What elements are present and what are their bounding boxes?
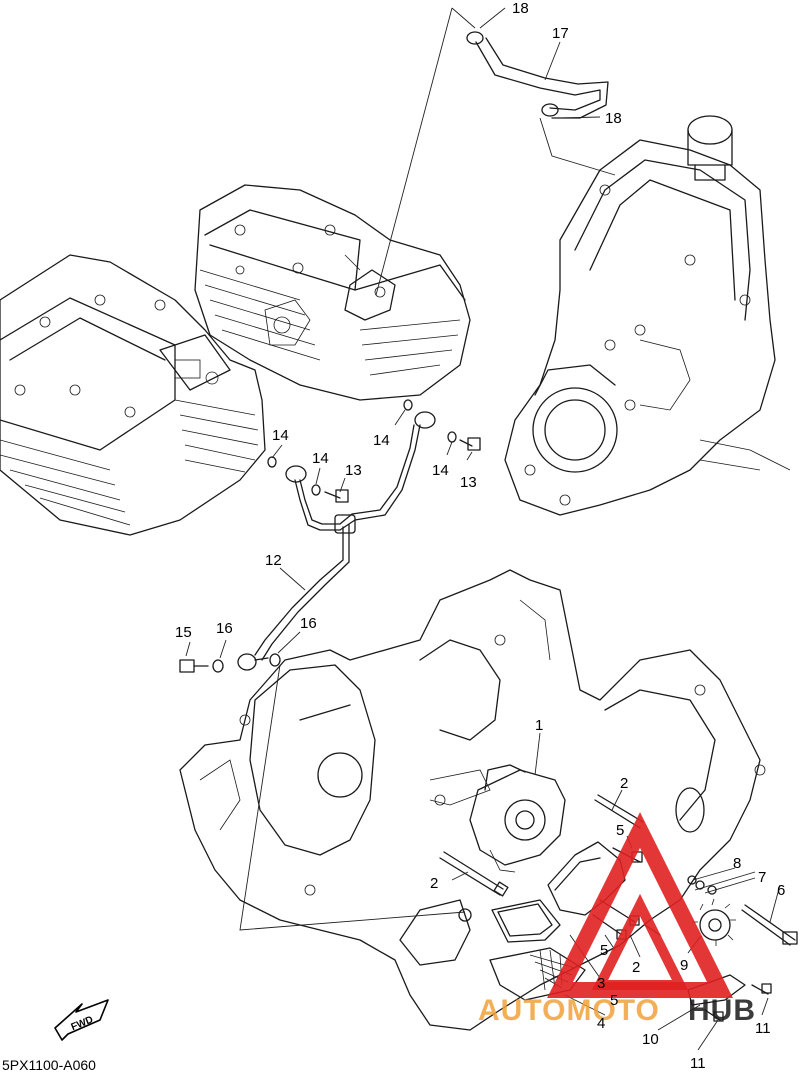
callout-numbers: 18 17 18 14 14 13 14 14 13 12 15 16 16 1…	[175, 0, 785, 1072]
callout-6: 6	[777, 882, 785, 899]
crankcase	[179, 569, 766, 1031]
right-crankcase-cover	[504, 115, 791, 516]
callout-12: 12	[265, 552, 282, 569]
callout-3: 3	[597, 975, 605, 992]
callout-10: 10	[642, 1031, 659, 1048]
part-code: 5PX1100-A060	[2, 1057, 96, 1072]
oil-pump-assembly	[469, 764, 566, 873]
callout-2: 2	[620, 775, 628, 792]
callout-5: 5	[610, 992, 618, 1009]
automotohub-watermark: AUTOMOTO HUB	[478, 812, 756, 1027]
callout-13: 13	[460, 474, 477, 491]
fwd-arrow-icon: FWD	[54, 999, 109, 1041]
callout-16: 16	[216, 620, 233, 637]
callout-17: 17	[552, 25, 569, 42]
callout-14: 14	[432, 462, 449, 479]
callout-1: 1	[535, 717, 543, 734]
callout-14: 14	[312, 450, 329, 467]
breather-hose	[466, 31, 609, 119]
callout-18: 18	[605, 110, 622, 127]
watermark-text-hub: HUB	[688, 994, 756, 1027]
union-bolts-and-washers	[179, 399, 481, 673]
rear-cylinder-head	[0, 254, 266, 536]
front-cylinder-head	[194, 184, 471, 401]
callout-11: 11	[690, 1055, 706, 1072]
callout-14: 14	[373, 432, 390, 449]
callout-15: 15	[175, 624, 192, 641]
callout-5: 5	[616, 822, 624, 839]
callout-7: 7	[758, 869, 766, 886]
callout-8: 8	[733, 855, 741, 872]
leader-lines	[185, 7, 781, 1051]
watermark-text-automoto: AUTOMOTO	[478, 994, 660, 1027]
callout-14: 14	[272, 427, 289, 444]
callout-4: 4	[597, 1015, 605, 1032]
callout-11: 11	[755, 1020, 771, 1037]
callout-16: 16	[300, 615, 317, 632]
callout-18: 18	[512, 0, 529, 17]
callout-2: 2	[632, 959, 640, 976]
oil-pump-drive-gear	[547, 841, 798, 1022]
callout-13: 13	[345, 462, 362, 479]
oil-delivery-pipe	[237, 411, 436, 671]
callout-2: 2	[430, 875, 438, 892]
callout-5: 5	[600, 942, 608, 959]
callout-9: 9	[680, 957, 688, 974]
